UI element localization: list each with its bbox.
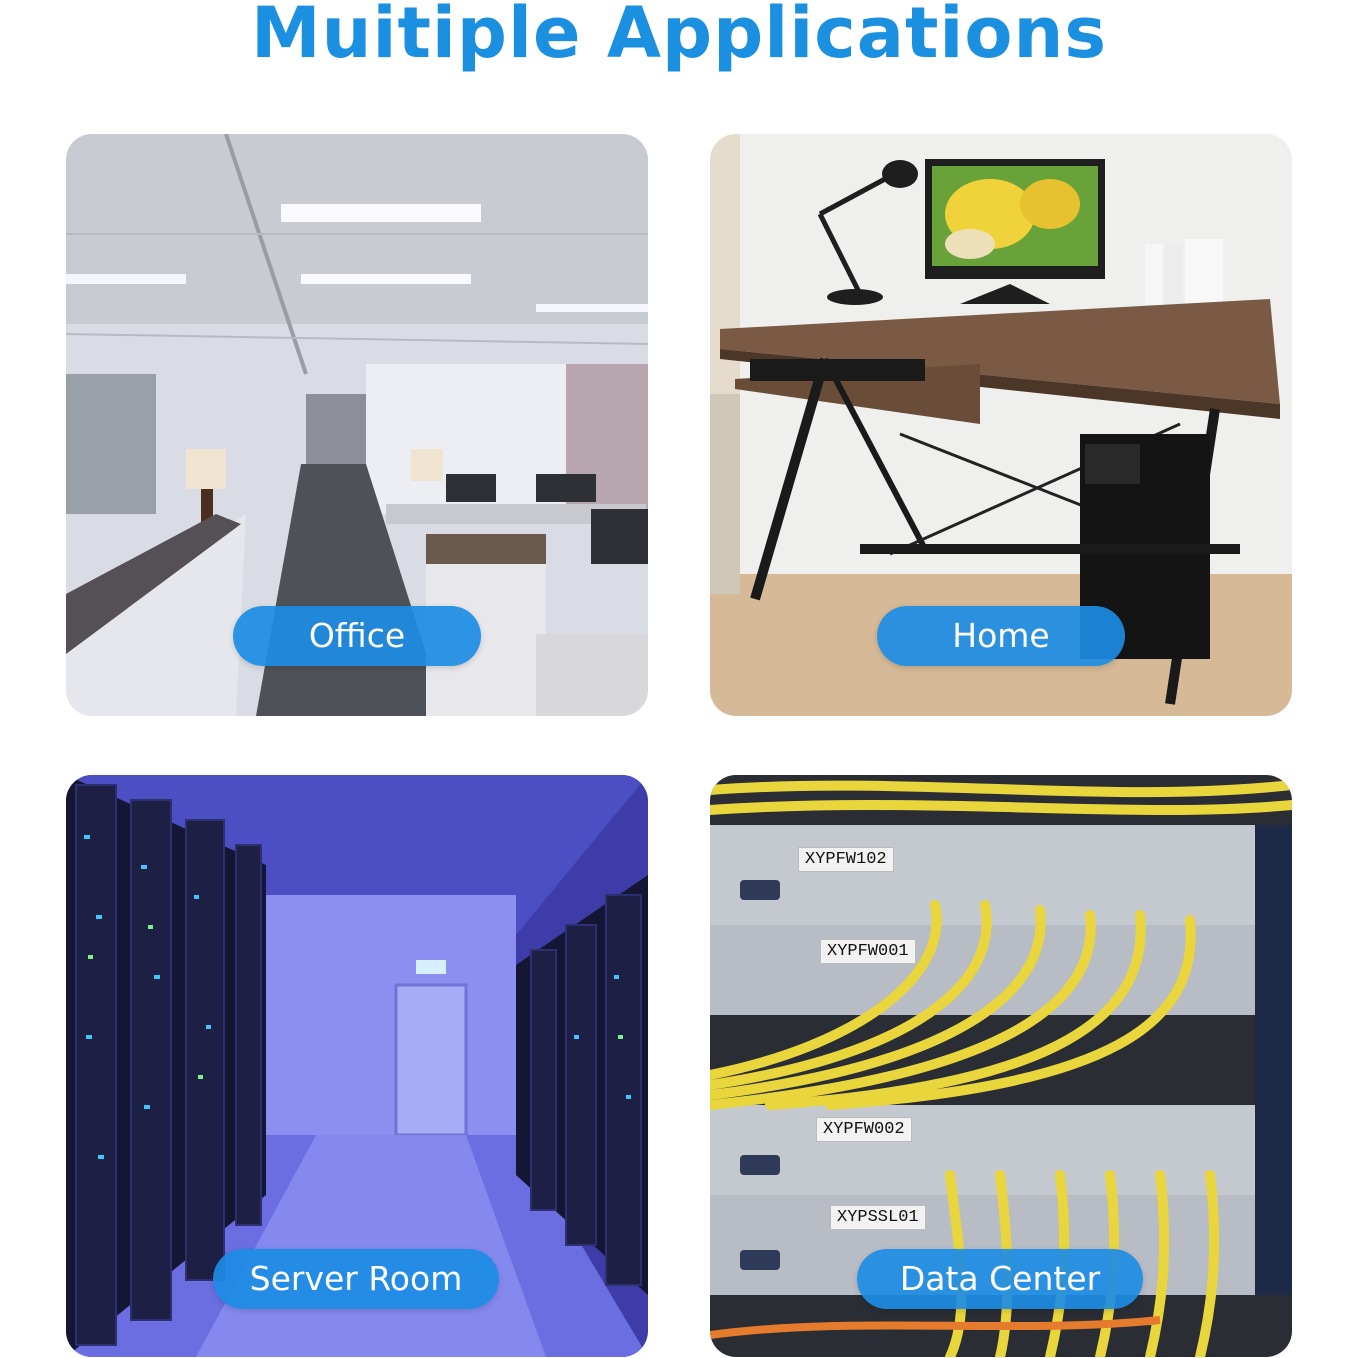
device-label: XYPSSL01	[830, 1205, 926, 1230]
office-card: Office	[66, 134, 648, 716]
page-title: Muitiple Applications	[250, 0, 1108, 74]
data-center-card: XYPFW102 XYPFW001 XYPFW002 XYPSSL01 Data…	[710, 775, 1292, 1357]
device-label: XYPFW002	[816, 1117, 912, 1142]
data-center-label: Data Center	[857, 1249, 1143, 1309]
device-label: XYPFW001	[820, 939, 916, 964]
office-scene-image	[66, 134, 648, 716]
home-card: Home	[710, 134, 1292, 716]
home-label: Home	[877, 606, 1125, 666]
office-label: Office	[233, 606, 481, 666]
device-label: XYPFW102	[798, 847, 894, 872]
server-room-card: Server Room	[66, 775, 648, 1357]
server-room-scene-image	[66, 775, 648, 1357]
server-room-label: Server Room	[213, 1249, 499, 1309]
